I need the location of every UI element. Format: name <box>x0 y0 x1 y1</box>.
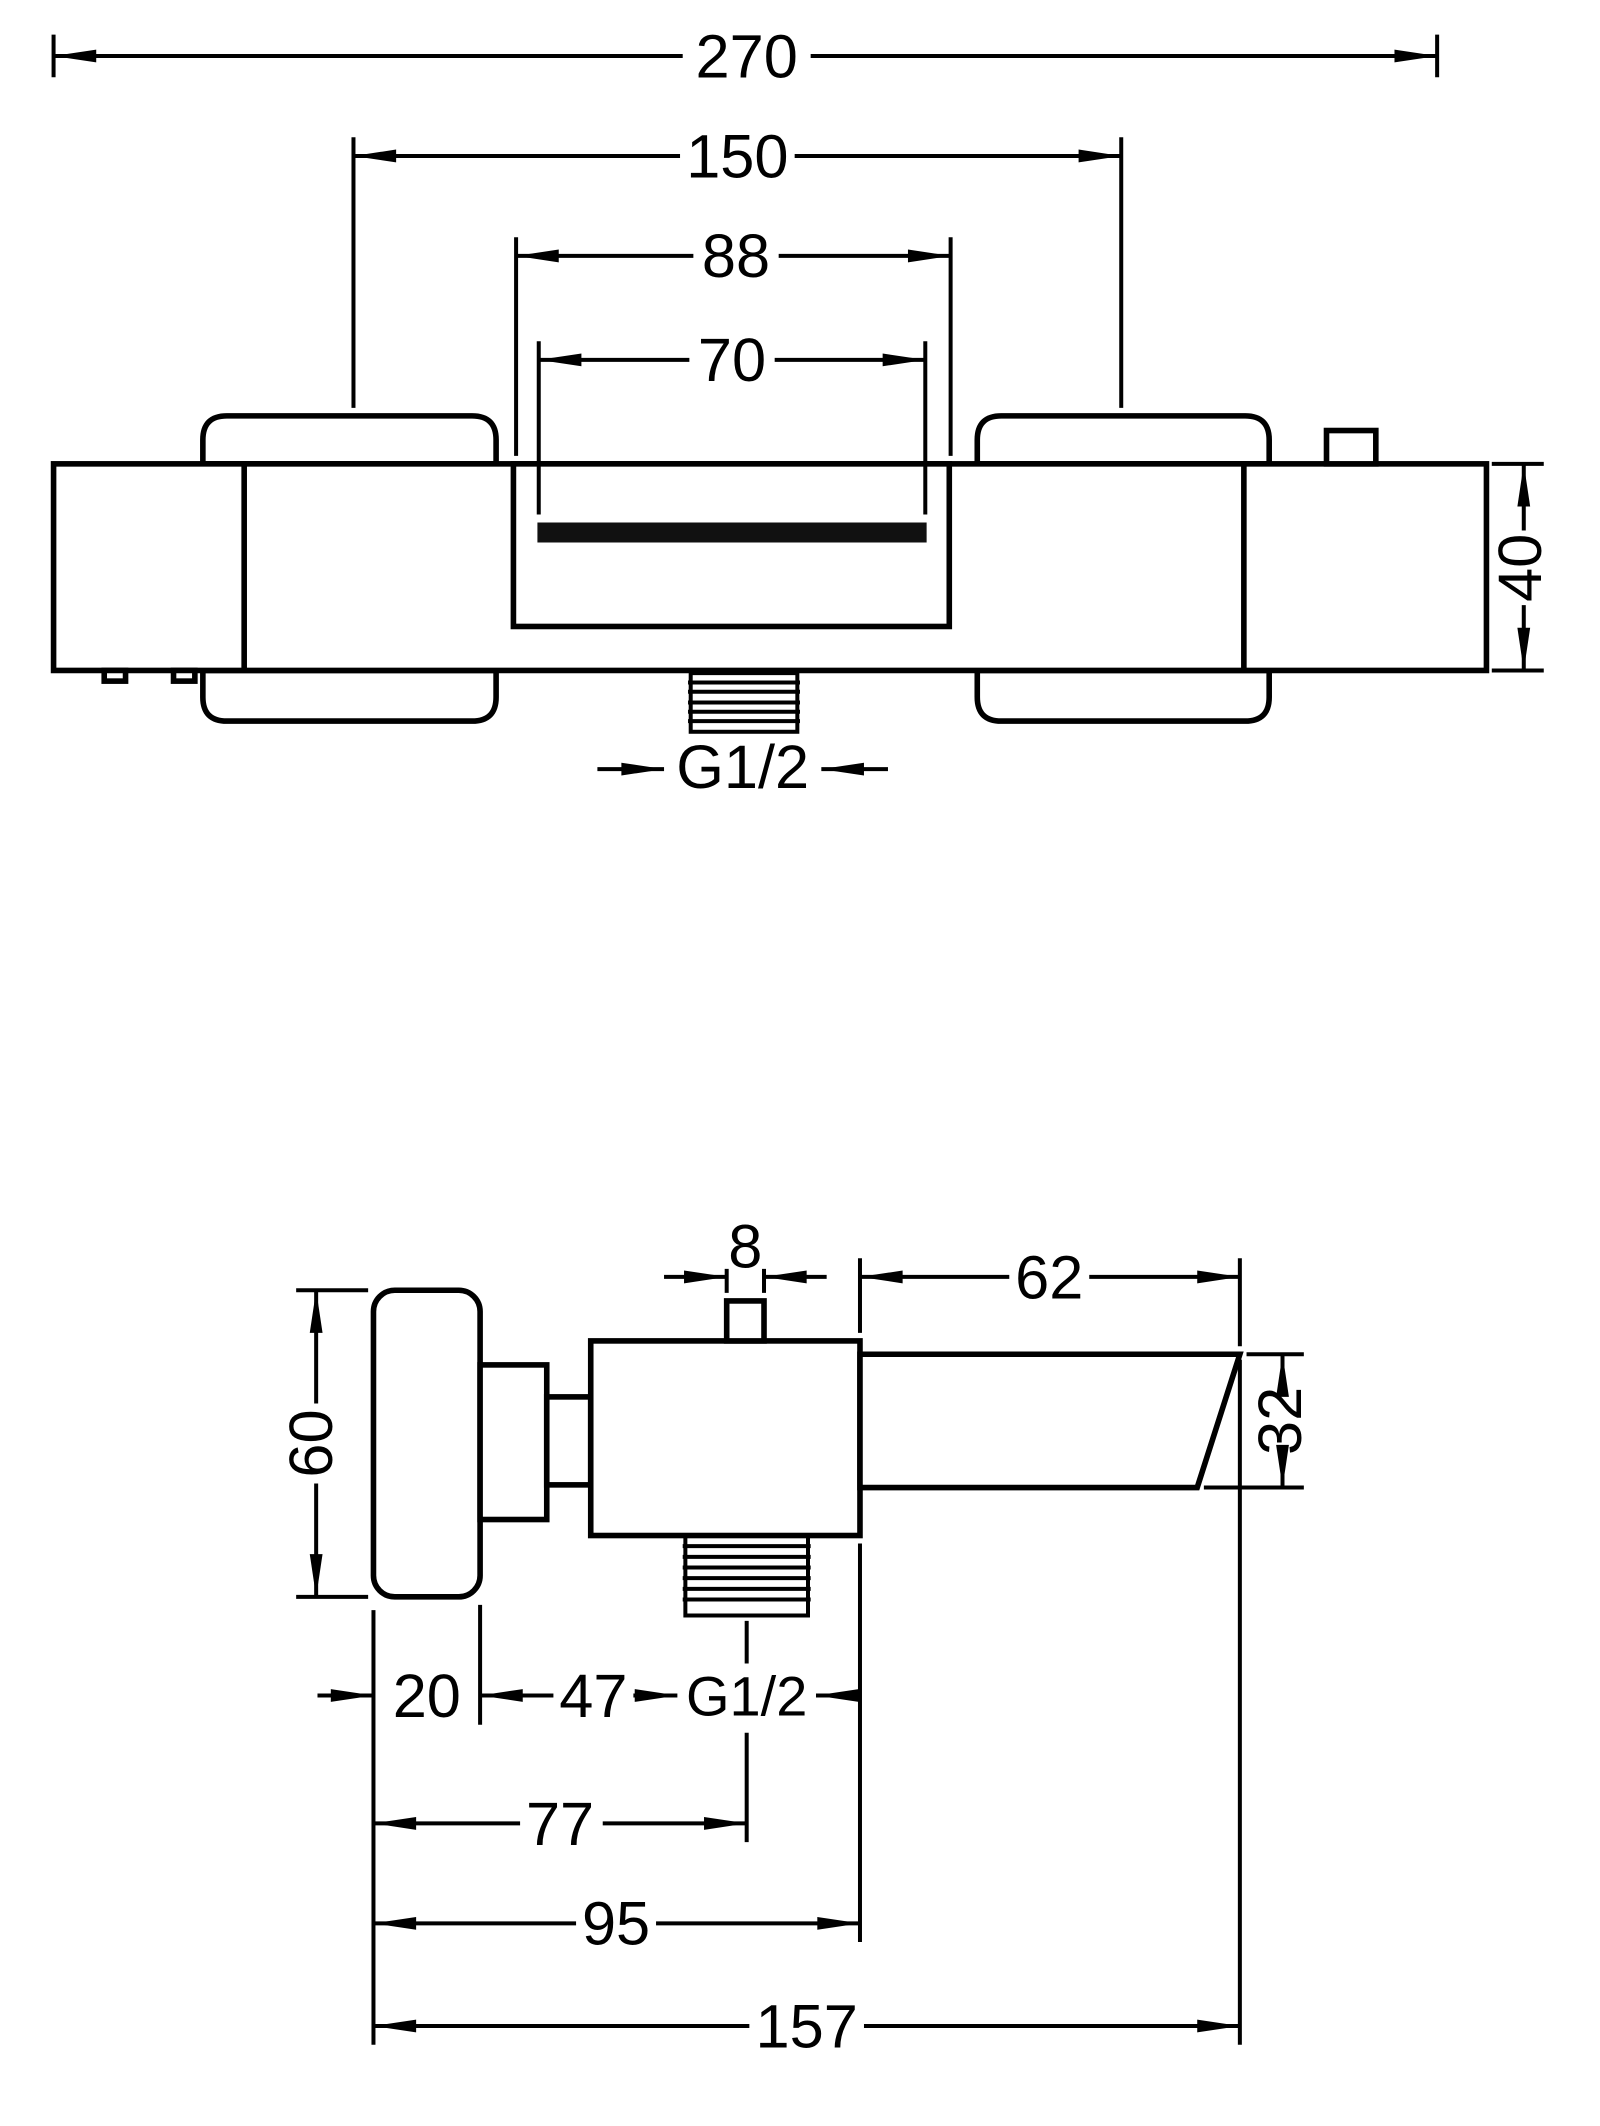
set-screw-left-1 <box>101 667 129 684</box>
dim-spout-outer: 88 <box>514 221 953 456</box>
dim-label-77: 77 <box>526 1789 594 1858</box>
dim-label-150: 150 <box>686 121 788 190</box>
diverter-stub <box>723 1298 767 1344</box>
right-handle-bottom-cap <box>974 667 1272 724</box>
dim-spout-height: 32 <box>1203 1352 1314 1490</box>
dim-mounting-centers: 150 <box>351 121 1124 408</box>
front-view-dimensions: 270 150 88 70 40 G1/2 <box>51 21 1554 801</box>
handle-side <box>370 1287 483 1600</box>
dim-label-62: 62 <box>1015 1242 1083 1311</box>
spout-opening-slot <box>537 522 927 543</box>
outlet-thread-front <box>688 671 800 734</box>
left-handle-top-cap <box>200 413 499 467</box>
dim-label-95: 95 <box>582 1889 650 1958</box>
dim-label-60: 60 <box>276 1409 345 1477</box>
dim-label-g12-front: G1/2 <box>676 732 809 801</box>
dim-label-8: 8 <box>728 1212 762 1281</box>
dim-label-g12-side: G1/2 <box>686 1664 807 1727</box>
dim-wall-to-outlet: 77 <box>373 1620 749 1858</box>
faucet-body-side <box>587 1338 863 1539</box>
side-view-dimensions: 8 62 60 32 20 47 G1/ <box>276 1212 1314 2061</box>
dim-total-depth: 157 <box>373 1359 1242 2060</box>
dim-handle-height: 60 <box>276 1288 369 1599</box>
dim-label-88: 88 <box>702 221 770 290</box>
right-handle-top-cap <box>974 413 1272 467</box>
side-view <box>370 1287 1244 1618</box>
spout-side <box>857 1351 1244 1491</box>
dim-label-20: 20 <box>393 1661 461 1730</box>
dim-diverter-width: 8 <box>664 1212 827 1293</box>
handle-stem-step1 <box>477 1362 550 1523</box>
dim-label-32: 32 <box>1245 1387 1314 1455</box>
dim-spout-length: 62 <box>857 1242 1242 1347</box>
handle-stem-step2 <box>543 1394 594 1488</box>
left-handle-bottom-cap <box>200 667 499 724</box>
dim-label-47: 47 <box>559 1661 627 1730</box>
dim-label-157: 157 <box>756 1991 858 2060</box>
dim-label-40: 40 <box>1485 534 1554 602</box>
dim-body-height: 40 <box>1485 461 1554 673</box>
dim-label-70: 70 <box>698 325 766 394</box>
dim-wall-to-body-end: 95 <box>373 1543 862 1958</box>
dim-label-270: 270 <box>696 21 798 90</box>
set-screw-left-2 <box>170 667 198 684</box>
dim-overall-width: 270 <box>51 21 1440 90</box>
dim-outlet-thread-front: G1/2 <box>597 732 888 801</box>
front-view <box>50 413 1490 734</box>
dim-spout-opening: 70 <box>536 325 928 515</box>
diverter-button <box>1323 427 1379 467</box>
dim-chain-row: 20 47 G1/2 <box>317 1604 860 2045</box>
outlet-thread-side <box>682 1533 811 1618</box>
spout-front <box>510 461 953 630</box>
